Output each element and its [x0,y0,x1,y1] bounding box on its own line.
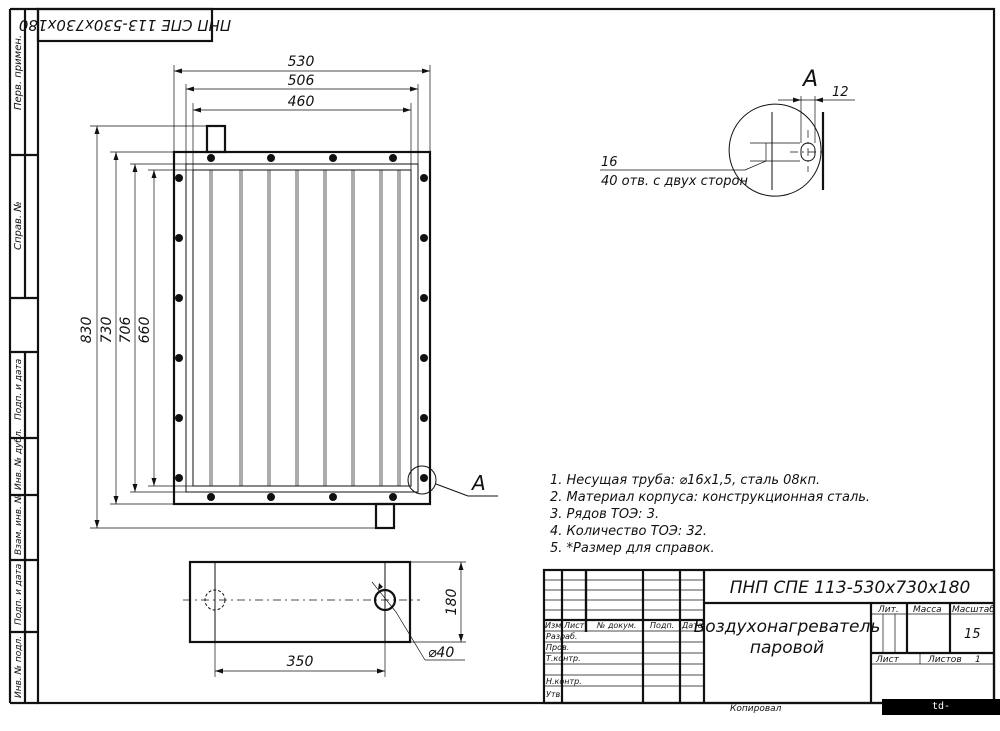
bottom-nozzle [374,502,396,530]
note-2: 2. Материал корпуса: конструкционная ста… [550,490,870,505]
dim-706: 706 [118,317,134,344]
mirrored-stamp: ПНП СПЕ 113-530x730x180 [19,7,231,43]
tb-code: ПНП СПЕ 113-530x730x180 [730,578,971,598]
technical-drawing: Перв. примен. Справ. № Подп. и дата Инв.… [8,7,996,714]
tb-role-tkontr: Т.контр. [546,654,581,663]
note-4: 4. Количество ТОЭ: 32. [550,524,707,539]
copied-label: Копировал [730,704,782,714]
detail-letter: A [801,67,818,92]
dim-506: 506 [288,73,315,89]
side-label-sprav: Справ. № [13,201,24,250]
detail-a: 12 A 16 40 отв. с двух сторон [600,67,855,197]
stamp-code-mirrored: ПНП СПЕ 113-530x730x180 [19,16,231,34]
side-label-inv-podl: Инв. № подл. [14,636,24,698]
note-5: 5. *Размер для справок. [550,541,715,556]
tb-mass-label: Масса [913,605,942,615]
tb-name-line1: Воздухонагреватель [694,617,881,637]
tb-role-nkontr: Н.контр. [546,677,582,686]
tb-sheet-label: Лист [875,655,900,665]
front-vertical-dims [90,125,376,529]
front-view: A [172,124,498,530]
tb-col-date: Дата [681,621,703,630]
callout-letter: A [470,471,486,495]
dim-arrows-top [174,68,430,113]
tb-scale-value: 15 [964,627,981,642]
tube-lines [209,170,401,486]
site-watermark: td-favoryt.agrobiz.net [882,699,1000,728]
callout-circle [407,465,437,495]
bolt-holes [175,154,428,501]
dim-dia40: ⌀40 [428,645,454,661]
side-view: 180 350 ⌀40 [183,560,466,677]
tb-scale-label: Масштаб [952,605,995,615]
dim-830: 830 [79,317,95,344]
side-label-podp2: Подп. и дата [14,564,24,625]
tb-role-utv: Утв. [546,690,563,699]
side-label-vzam: Взам. инв. № [14,494,24,555]
notes: 1. Несущая труба: ⌀16x1,5, сталь 08кп. 2… [550,473,870,556]
tb-lit-label: Лит. [877,605,899,615]
dim-350: 350 [287,654,314,670]
tb-col-list: Лист [563,621,585,630]
dim-460: 460 [288,94,315,110]
tb-col-doc: № докум. [596,621,636,630]
tb-sheets-value: 1 [975,655,981,665]
left-margin-column: Перв. примен. Справ. № Подп. и дата Инв.… [8,7,38,705]
side-label-inv-dubl: Инв. № дубл. [14,428,24,490]
sheet-frame [36,7,996,705]
tb-name-line2: паровой [750,638,824,658]
top-nozzle [205,124,227,154]
title-block: ПНП СПЕ 113-530x730x180 Воздухонагревате… [542,568,995,705]
note-3: 3. Рядов ТОЭ: 3. [550,507,659,522]
side-label-podp1: Подп. и дата [14,359,24,420]
dim-180: 180 [444,589,460,616]
detail-hole-dia: 16 [601,155,618,170]
front-horizontal-dims [173,65,431,170]
note-1: 1. Несущая труба: ⌀16x1,5, сталь 08кп. [550,473,820,488]
dim-660: 660 [137,317,153,344]
detail-dim-12: 12 [832,85,849,100]
tb-role-prov: Пров. [546,643,569,652]
detail-hole-note: 40 отв. с двух сторон [601,174,748,189]
tb-sheets-label: Листов [927,655,962,665]
dim-730: 730 [99,317,115,344]
dim-arrows-left [94,126,157,528]
tb-col-podp: Подп. [650,621,674,630]
dim-530: 530 [288,54,315,70]
side-label-perv: Перв. примен. [13,35,24,110]
tb-role-razrab: Разраб. [546,632,577,641]
tb-col-izm: Изм. [545,621,564,630]
